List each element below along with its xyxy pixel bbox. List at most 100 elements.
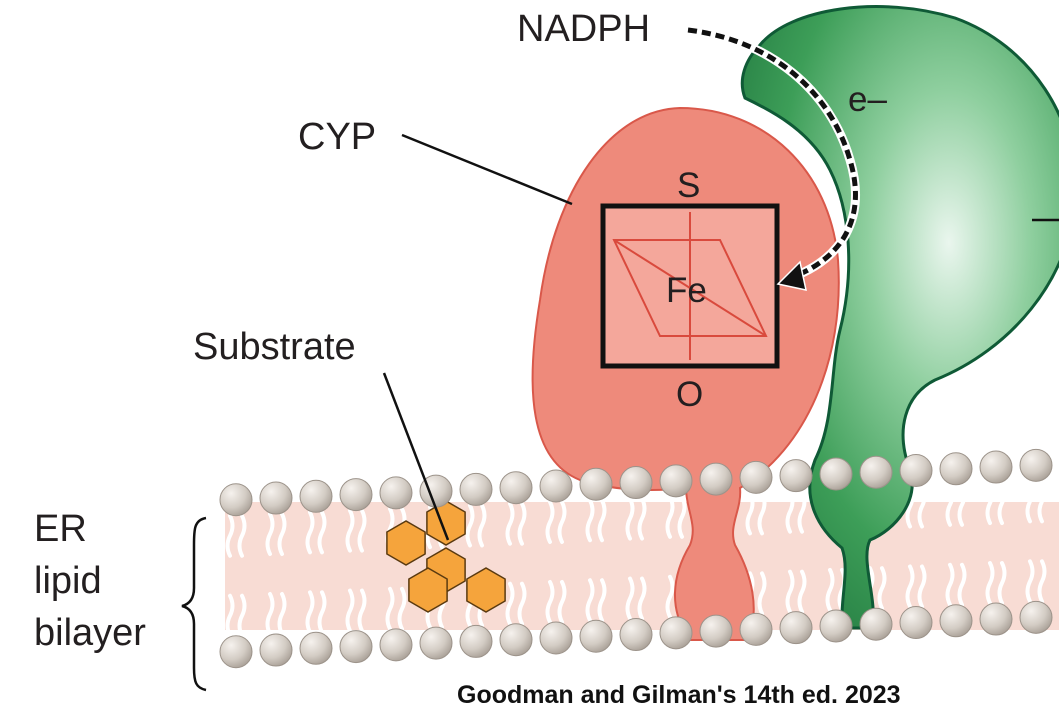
lipid-head bbox=[339, 630, 373, 664]
lipid-head bbox=[939, 452, 973, 486]
electron-arrowhead bbox=[776, 260, 807, 291]
lipid-tail bbox=[797, 569, 807, 614]
lipid-tail bbox=[757, 571, 767, 616]
lipid-tail bbox=[825, 567, 835, 612]
lipid-head bbox=[699, 462, 733, 496]
lipid-tail bbox=[345, 508, 355, 553]
lipid-tail bbox=[877, 566, 887, 611]
lipid-head bbox=[219, 635, 253, 669]
oxygen-label: O bbox=[676, 375, 704, 414]
lipid-tail bbox=[677, 494, 687, 539]
lipid-tail bbox=[625, 496, 635, 541]
lipid-tail bbox=[585, 578, 595, 623]
lipid-tail bbox=[917, 564, 927, 609]
lipid-tail bbox=[517, 581, 527, 626]
lipid-head bbox=[1019, 600, 1053, 634]
lipid-head bbox=[539, 469, 573, 503]
lipid-head bbox=[459, 624, 493, 658]
lipid-tail bbox=[265, 592, 275, 637]
lipid-head bbox=[459, 472, 493, 506]
lipid-tail bbox=[597, 578, 607, 623]
lipid-tail bbox=[1037, 479, 1047, 524]
lipid-tail bbox=[237, 513, 247, 558]
lipid-tail bbox=[545, 499, 555, 544]
lipid-head bbox=[579, 619, 613, 653]
lipid-tail bbox=[637, 576, 647, 621]
lipid-head bbox=[979, 450, 1013, 484]
nadph-label: NADPH bbox=[517, 8, 651, 50]
lipid-head bbox=[819, 457, 853, 491]
lipid-head bbox=[739, 460, 773, 494]
lipid-head bbox=[619, 466, 653, 500]
er-label: ER bbox=[34, 508, 87, 550]
lipid-head bbox=[819, 609, 853, 643]
lipid-tail bbox=[665, 574, 675, 619]
lipid-tail bbox=[625, 576, 635, 621]
substrate-ring bbox=[408, 567, 448, 613]
lipid-tail bbox=[225, 513, 235, 558]
lipid-tail bbox=[785, 569, 795, 614]
er-brace bbox=[181, 516, 207, 692]
lipid-tails bbox=[225, 479, 1047, 638]
lipid-tail bbox=[997, 561, 1007, 606]
lipid-head bbox=[979, 602, 1013, 636]
lipid-head bbox=[419, 626, 453, 660]
lipid-head bbox=[259, 481, 293, 515]
lipid-head bbox=[299, 479, 333, 513]
lipid-tail bbox=[597, 498, 607, 543]
lipid-tail bbox=[797, 489, 807, 534]
lipid-tail bbox=[985, 481, 995, 526]
substrate-ring bbox=[386, 520, 426, 566]
bilayer-label: bilayer bbox=[34, 612, 146, 654]
lipid-tail bbox=[945, 482, 955, 527]
lipid-tail bbox=[905, 564, 915, 609]
lipid-tail bbox=[637, 496, 647, 541]
credit-caption: Goodman and Gilman's 14th ed. 2023 bbox=[457, 681, 901, 709]
lipid-tail bbox=[517, 501, 527, 546]
lipid-tail bbox=[305, 590, 315, 635]
electron-arrow-dashes bbox=[687, 27, 858, 281]
lipid-tail bbox=[557, 499, 567, 544]
sulfur-label: S bbox=[677, 166, 701, 205]
lipid-head bbox=[539, 621, 573, 655]
lipid-tail bbox=[945, 562, 955, 607]
lipid-tail bbox=[957, 482, 967, 527]
lipid-tail bbox=[545, 579, 555, 624]
electron-label: e– bbox=[848, 80, 887, 119]
lipid-head bbox=[499, 623, 533, 657]
lipid-tail bbox=[785, 489, 795, 534]
lipid-head bbox=[579, 467, 613, 501]
lipid-tail bbox=[265, 512, 275, 557]
lipid-heads bbox=[219, 448, 1053, 669]
lipid-tail bbox=[277, 512, 287, 557]
lipid-head bbox=[499, 471, 533, 505]
lipid-head bbox=[379, 628, 413, 662]
lipid-head bbox=[619, 618, 653, 652]
lipid-tail bbox=[465, 503, 475, 548]
lipid-tail bbox=[997, 481, 1007, 526]
lipid-tail bbox=[985, 561, 995, 606]
lipid-head bbox=[219, 483, 253, 517]
lipid-head bbox=[699, 614, 733, 648]
substrate-leader-line bbox=[382, 372, 450, 541]
lipid-head bbox=[859, 607, 893, 641]
lipid-tail bbox=[505, 501, 515, 546]
lipid-head bbox=[739, 612, 773, 646]
lipid-tail bbox=[477, 503, 487, 548]
iron-label: Fe bbox=[666, 271, 707, 310]
lipid-tail bbox=[585, 498, 595, 543]
lipid-tail bbox=[317, 510, 327, 555]
lipid-head bbox=[659, 464, 693, 498]
lipid-head bbox=[339, 478, 373, 512]
lipid-tail bbox=[917, 484, 927, 529]
lipid-tail bbox=[1025, 479, 1035, 524]
lipid-tail bbox=[957, 562, 967, 607]
cyp-label: CYP bbox=[298, 116, 377, 158]
lipid-head bbox=[779, 611, 813, 645]
lipid-head bbox=[659, 616, 693, 650]
lipid-tail bbox=[305, 510, 315, 555]
lipid-head bbox=[779, 459, 813, 493]
lipid-label: lipid bbox=[34, 560, 102, 602]
porphyrin-diagonal bbox=[613, 239, 767, 337]
lipid-tail bbox=[757, 491, 767, 536]
